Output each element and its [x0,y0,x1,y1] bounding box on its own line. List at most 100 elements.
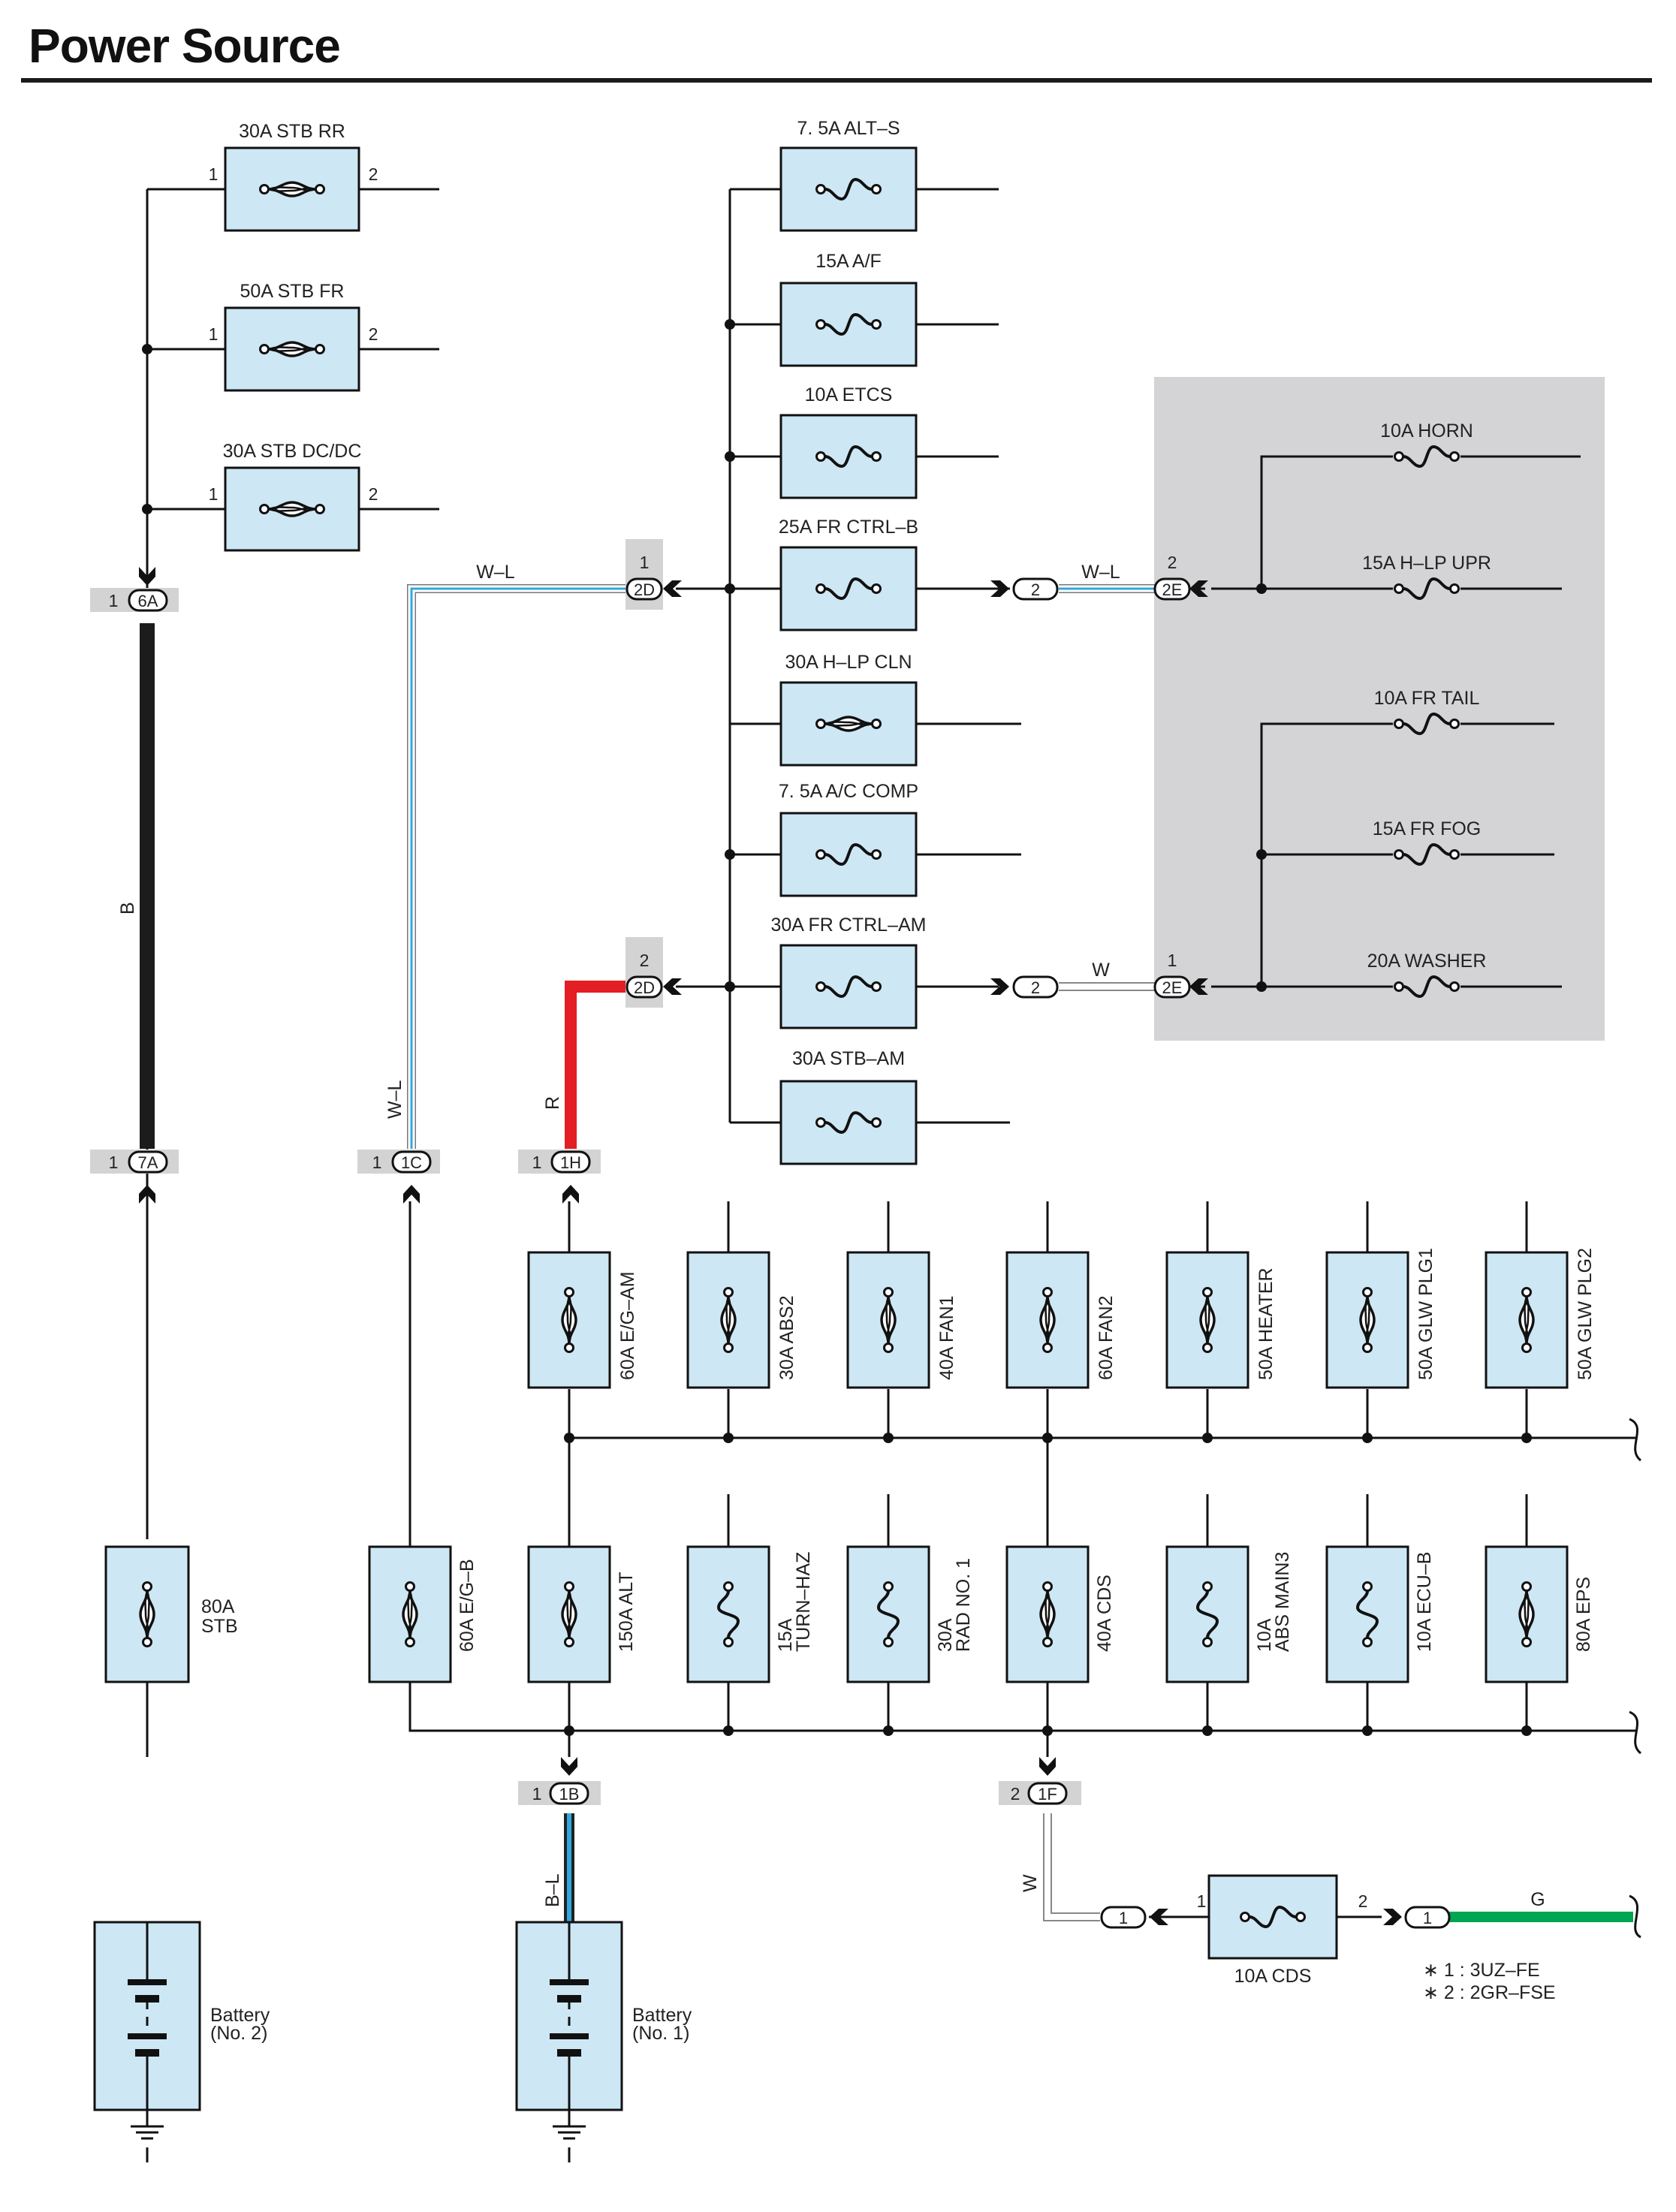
pin-label: 1 [209,164,219,184]
junction-dots [142,319,1532,1736]
connector-2d-pin2: 2D 2 [625,937,682,1008]
upper-fusible-link-label: 60A E/G–AM [617,1271,638,1380]
svg-text:1H: 1H [560,1153,581,1172]
upper-fusible-link-label: 50A GLW PLG2 [1575,1248,1596,1380]
svg-text:Battery: Battery [210,2005,270,2026]
lower-fuse-label: 150A ALT [616,1572,637,1652]
battery-no2: Battery (No. 2) [93,1921,270,2111]
upper-fusible-link: 30A ABS2 [686,1251,797,1389]
lower-fuse: 80A EPS [1485,1545,1594,1683]
svg-text:1: 1 [1119,1909,1128,1927]
lower-fuse: 10A ECU–B [1325,1545,1435,1683]
upper-fusible-link-label: 30A ABS2 [776,1295,797,1380]
upper-fusible-link-label: 50A GLW PLG1 [1415,1248,1436,1380]
fuse-30a-stb-rr-label: 30A STB RR [239,121,345,142]
fuse-label: 7. 5A ALT–S [797,118,900,139]
lower-fuse: 150A ALT [527,1545,637,1683]
fuse-30a-stb-dcdc: 30A STB DC/DC 1 2 [209,441,378,552]
fuse-label: 30A FR CTRL–AM [770,915,926,936]
connector-2e-pin1: 2E 1 [1153,951,1208,999]
svg-text:2: 2 [640,951,650,970]
fuse-label: 15A A/F [815,251,882,272]
svg-text:2: 2 [1168,553,1177,572]
wire-label-g: G [1530,1889,1545,1910]
svg-text:2E: 2E [1162,978,1183,997]
svg-text:2D: 2D [634,978,655,997]
fuse-label: 10A FR TAIL [1374,688,1480,709]
lower-fuse: 60A E/G–B [368,1545,478,1683]
fuse-30a-stb-am: 30A STB–AM [779,1048,918,1165]
junction-connector-1-left: 1 [1100,1906,1168,1929]
fuse-label: 10A HORN [1380,420,1473,441]
svg-text:2E: 2E [1162,580,1183,599]
wire-r [565,981,628,1149]
junction-connector-2-upper: 2 [990,577,1059,601]
fuse-10a-fr-tail: 10A FR TAIL [1374,688,1480,735]
fuse-10a-cds: 10A CDS 1 2 [1197,1874,1368,1987]
wire-w-l [407,584,1155,1149]
svg-text:1: 1 [640,553,650,572]
wire-g-break [1629,1894,1641,1939]
upper-fusible-link-label: 60A FAN2 [1096,1295,1117,1380]
engine-note-2: ∗ 2 : 2GR–FSE [1423,1982,1556,2003]
upper-fusible-link: 60A E/G–AM [527,1251,638,1389]
connector-1h: 1H 1 [518,1150,601,1204]
lower-fuse-label: 15A [775,1618,796,1652]
pin-label: 2 [369,324,378,344]
svg-text:(No. 2): (No. 2) [210,2023,267,2044]
fuse-30a-stb-dcdc-label: 30A STB DC/DC [223,441,362,462]
bus-break-upper [1629,1418,1642,1462]
svg-text:10A CDS: 10A CDS [1234,1966,1312,1987]
lower-fuse-label: 40A CDS [1094,1575,1115,1652]
svg-text:1C: 1C [401,1153,422,1172]
wire-label-b: B [117,902,138,915]
wire-label-b-l: B–L [542,1873,563,1907]
lower-fuse-label: ABS MAIN3 [1272,1552,1293,1652]
fuse-label: 10A ETCS [805,384,893,405]
connector-6a: 6A 1 [90,567,179,612]
svg-text:1: 1 [372,1153,382,1172]
fuse-15a-h-lp-upr: 15A H–LP UPR [1362,553,1491,600]
svg-text:(No. 1): (No. 1) [632,2023,689,2044]
upper-fusible-link-label: 40A FAN1 [936,1295,957,1380]
lower-fuse-label: 10A [1254,1618,1275,1652]
svg-text:1: 1 [532,1153,542,1172]
fuse-7-5a-ac-comp: 7. 5A A/C COMP [779,781,918,897]
wire-label-w: W [1020,1874,1041,1892]
svg-text:2: 2 [1358,1891,1368,1911]
fuse-30a-fr-ctrl-am: 30A FR CTRL–AM [770,915,927,1029]
fuse-80a-stb: 80A STB [104,1545,238,1683]
lower-fuse-label: 30A [935,1618,956,1652]
page-title: Power Source [29,19,341,73]
fuse-10a-horn: 10A HORN [1380,420,1473,468]
fuse-15a-af: 15A A/F [779,251,918,367]
pin-label: 1 [209,324,219,344]
lower-fuse-label: 80A EPS [1573,1577,1594,1652]
relay-block-area [1154,377,1605,1041]
fuse-25a-fr-ctrl-b: 25A FR CTRL–B [779,517,918,631]
svg-text:6A: 6A [138,592,158,610]
connector-2d-pin1: 2D 1 [625,539,682,610]
upper-fusible-link: 50A GLW PLG1 [1325,1248,1436,1389]
connector-7a: 7A 1 [90,1150,179,1204]
fuse-20a-washer: 20A WASHER [1367,951,1486,998]
fuse-label: 30A H–LP CLN [785,652,912,673]
fuse-10a-etcs: 10A ETCS [779,384,918,499]
svg-text:80A: 80A [201,1596,235,1617]
fuse-7-5a-alt-s: 7. 5A ALT–S [779,118,918,232]
fuse-50a-stb-fr-label: 50A STB FR [240,281,345,302]
fuse-30a-h-lp-cln: 30A H–LP CLN [779,652,918,767]
battery-no1: Battery (No. 1) [515,1921,692,2111]
svg-text:1: 1 [1423,1909,1432,1927]
svg-text:1: 1 [109,591,119,610]
fuse-30a-stb-rr: 30A STB RR 1 2 [209,121,378,232]
wire-w [1043,982,1155,1921]
upper-fusible-link: 40A FAN1 [846,1251,957,1389]
svg-text:1: 1 [532,1784,542,1804]
svg-text:2D: 2D [634,580,655,599]
connector-1c: 1C 1 [357,1150,440,1204]
pin-label: 2 [369,164,378,184]
